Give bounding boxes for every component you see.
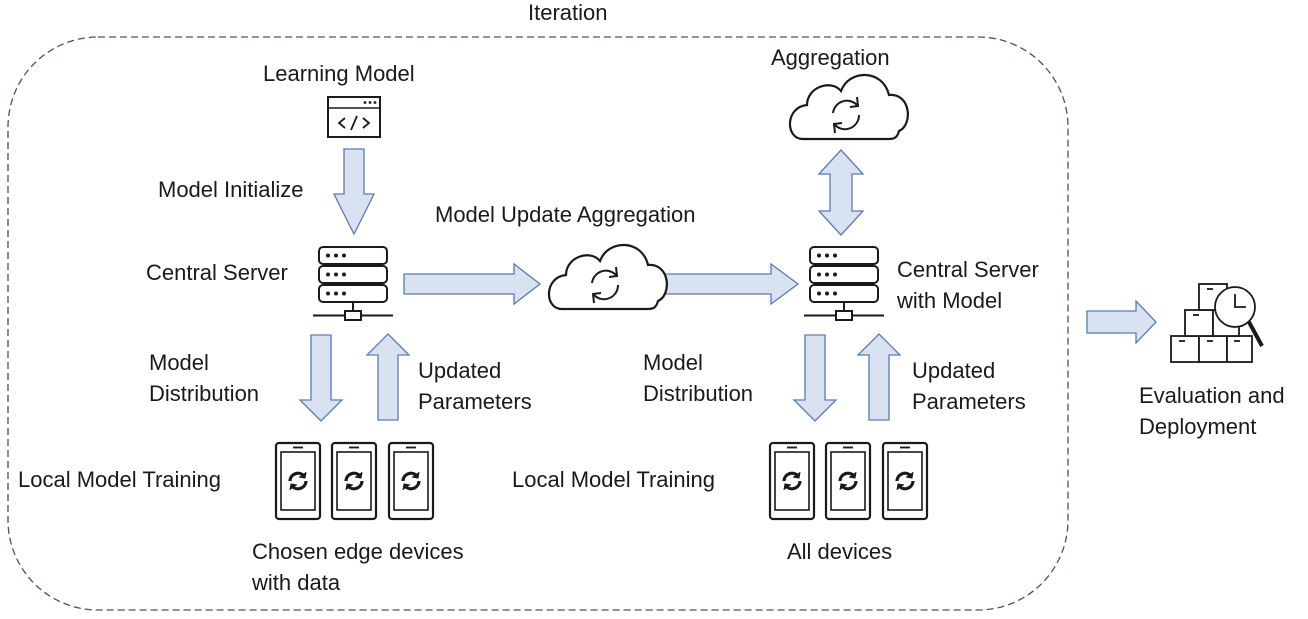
left-local-training-label: Local Model Training [18,467,222,492]
right-local-training-label: Local Model Training [512,467,716,492]
right-updated-parameters-label: Updated Parameters [912,358,1026,414]
evaluation-arrow [1086,299,1157,345]
model-initialize-label: Model Initialize [158,177,304,202]
code-window-icon [327,96,381,138]
model-update-aggregation-label: Model Update Aggregation [435,202,696,227]
left-updated-up-arrow [365,333,411,421]
phone-icon [274,441,322,521]
aggregation-bidirectional-arrow [817,149,865,236]
phone-icon [881,441,929,521]
left-updated-parameters-label: Updated Parameters [418,358,532,414]
server-icon [803,246,885,321]
server-to-cloud-arrow [403,262,542,306]
cloud-sync-icon [788,73,909,141]
iteration-label: Iteration [528,0,608,25]
model-initialize-arrow [332,148,376,236]
cloud-to-server-arrow [662,262,800,306]
evaluation-deployment-label: Evaluation and Deployment [1139,383,1285,439]
left-distribution-down-arrow [298,334,344,422]
chosen-devices-label: Chosen edge devices with data [252,539,464,595]
iteration-boundary [7,36,1069,611]
central-server-label: Central Server [146,260,288,285]
phone-icon [768,441,816,521]
boxes-clock-magnifier-icon [1170,283,1264,363]
phone-icon [824,441,872,521]
central-server-with-model-label: Central Server with Model [897,257,1039,313]
left-model-distribution-label: Model Distribution [149,350,260,406]
server-icon [312,246,394,321]
phone-icon [330,441,378,521]
right-distribution-down-arrow [792,334,838,422]
aggregation-label: Aggregation [771,45,890,70]
right-model-distribution-label: Model Distribution [643,350,754,406]
cloud-sync-icon [547,243,668,311]
right-updated-up-arrow [856,333,902,421]
learning-model-label: Learning Model [263,61,415,86]
all-devices-label: All devices [787,539,893,564]
phone-icon [387,441,435,521]
